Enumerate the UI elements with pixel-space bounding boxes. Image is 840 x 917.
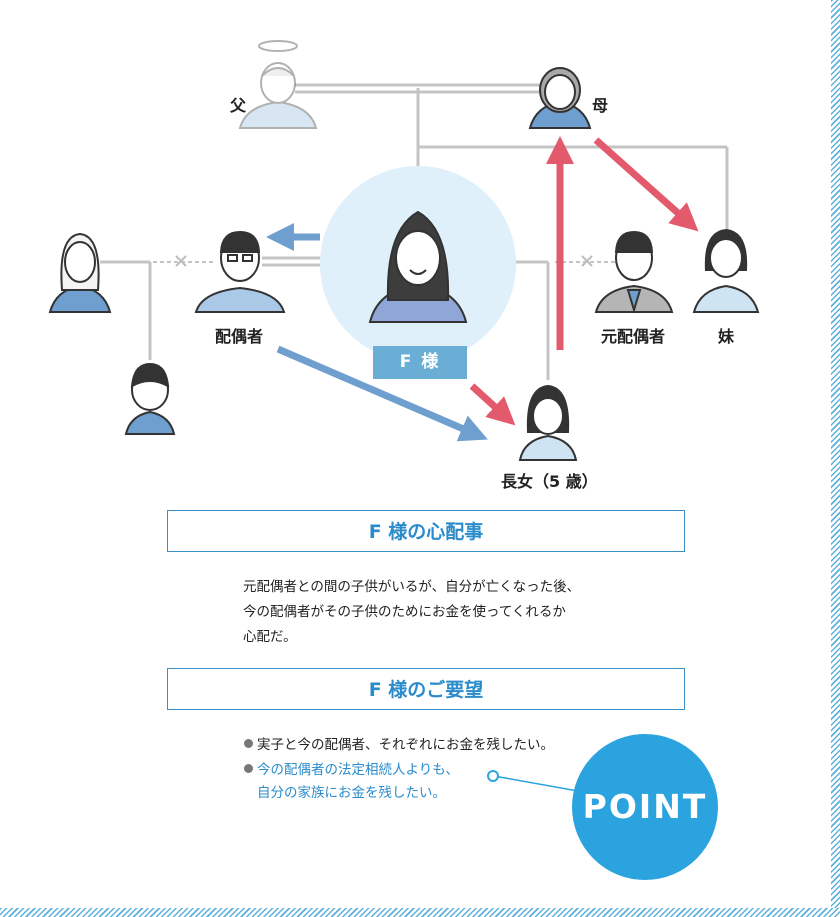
right-stripe-border (831, 0, 840, 917)
request-item-1: 実子と今の配偶者、それぞれにお金を残したい。 (244, 734, 554, 757)
request-item-2-cont: 自分の家族にお金を残したい。 (257, 785, 446, 801)
label-father: 父 (230, 96, 247, 115)
client-figure (368, 210, 468, 323)
label-sister: 妹 (718, 327, 735, 346)
bullet-icon (244, 739, 253, 748)
arrow-spouse-to-daughter (276, 345, 488, 442)
ex-spouse-figure (594, 230, 674, 314)
request-title: F 様のご要望 (167, 668, 685, 710)
request-item-1-text: 実子と今の配偶者、それぞれにお金を残したい。 (257, 737, 554, 753)
label-eldest-daughter: 長女（5 歳） (501, 472, 598, 491)
daughter-figure (518, 384, 578, 461)
concern-line: 今の配偶者がその子供のためにお金を使ってくれるか (243, 604, 566, 620)
label-mother: 母 (592, 96, 609, 115)
sister-figure (692, 228, 760, 313)
point-badge: POINT (572, 734, 718, 880)
arrow-mother-to-sister (593, 137, 699, 232)
arrow-client-to-daughter (469, 383, 516, 426)
spouse-figure (194, 230, 286, 313)
divorce-marks (175, 255, 593, 267)
request-item-2-line1: 今の配偶者の法定相続人よりも、 (257, 762, 459, 778)
label-spouse: 配偶者 (215, 327, 264, 346)
client-name-tag: F 様 (373, 346, 467, 379)
request-item-2: 今の配偶者の法定相続人よりも、 (244, 759, 459, 782)
bottom-stripe-border (0, 908, 840, 917)
label-ex-spouse: 元配偶者 (601, 327, 666, 346)
father-figure (238, 40, 318, 129)
point-connector-dot (487, 770, 499, 782)
spouse-child-figure (124, 362, 176, 435)
concern-line: 元配偶者との間の子供がいるが、自分が亡くなった後、 (243, 579, 581, 595)
concern-title: F 様の心配事 (167, 510, 685, 552)
concern-text: 元配偶者との間の子供がいるが、自分が亡くなった後、 今の配偶者がその子供のために… (243, 575, 643, 650)
mother-figure (528, 67, 592, 129)
bullet-icon (244, 764, 253, 773)
left-woman-figure (48, 232, 112, 313)
concern-line: 心配だ。 (243, 629, 297, 645)
